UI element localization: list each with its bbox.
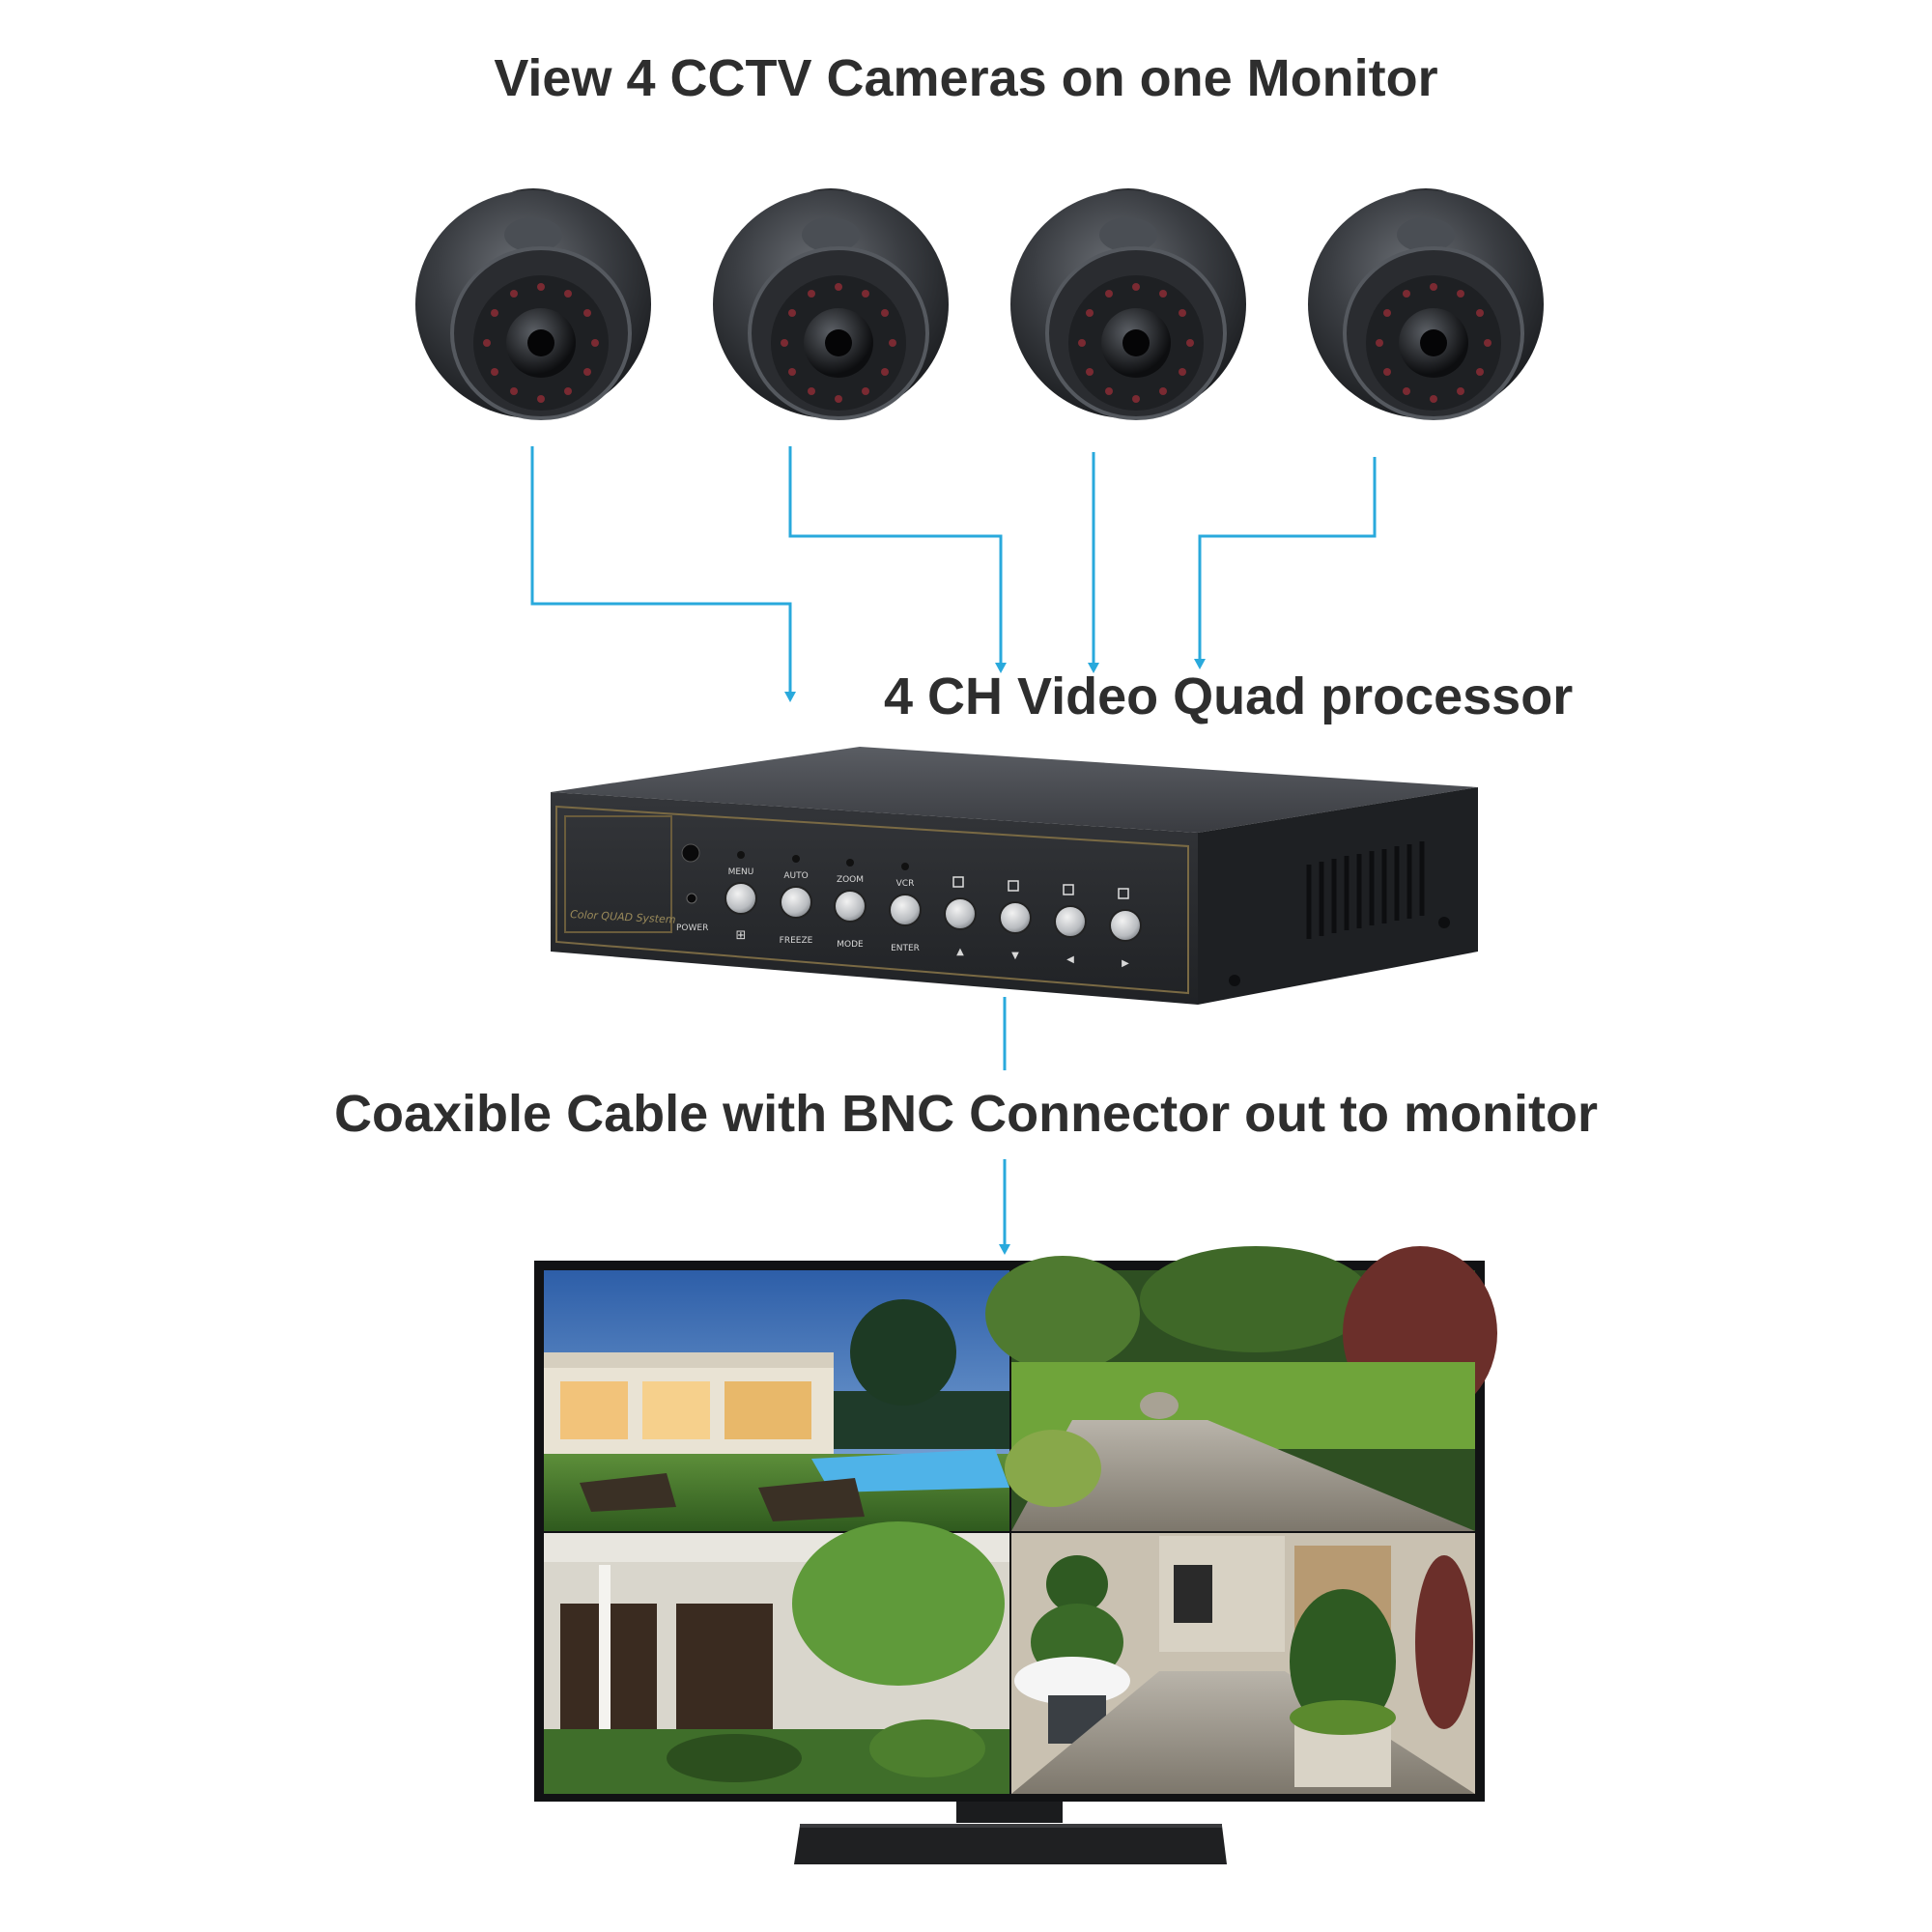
dome-camera-2 bbox=[713, 188, 949, 420]
connector-line-4 bbox=[1198, 457, 1377, 663]
quadrant-garden bbox=[985, 1246, 1497, 1531]
button-top-label: ZOOM bbox=[837, 875, 864, 885]
dome-camera-4 bbox=[1308, 188, 1544, 420]
processor-top bbox=[551, 747, 1478, 833]
button-bottom-label: MODE bbox=[837, 940, 864, 950]
up-arrow-icon: ▲ bbox=[956, 947, 964, 957]
button-bottom-label: FREEZE bbox=[780, 936, 813, 946]
connector-line-2 bbox=[788, 446, 1003, 667]
power-led bbox=[686, 893, 697, 904]
button-menu[interactable]: MENU ⊞ bbox=[724, 851, 757, 943]
power-label: POWER bbox=[676, 923, 708, 933]
quadrant-front-yard bbox=[1011, 1533, 1475, 1794]
button-cam4-right[interactable]: ▶ bbox=[1109, 888, 1142, 969]
panel-label: Color QUAD System bbox=[570, 908, 676, 926]
processor-front bbox=[551, 792, 1198, 1005]
arrowhead-3 bbox=[1088, 663, 1099, 673]
connector-line-1 bbox=[530, 446, 792, 696]
button-zoom-mode[interactable]: ZOOM MODE bbox=[834, 859, 867, 950]
monitor-stand bbox=[794, 1826, 1227, 1864]
right-arrow-icon: ▶ bbox=[1122, 958, 1129, 969]
button-bottom-label: ⊞ bbox=[736, 928, 747, 943]
left-arrow-icon: ◀ bbox=[1066, 954, 1074, 965]
button-cam1-up[interactable]: ▲ bbox=[944, 876, 977, 957]
monitor bbox=[534, 1246, 1497, 1864]
arrowhead-1 bbox=[784, 692, 796, 702]
label-plate bbox=[564, 815, 672, 933]
button-top-label: AUTO bbox=[783, 871, 808, 881]
dome-camera-3 bbox=[1010, 188, 1246, 420]
button-top-label: MENU bbox=[728, 867, 754, 877]
button-cam3-left[interactable]: ◀ bbox=[1054, 884, 1087, 965]
channel-2-icon bbox=[1008, 880, 1019, 892]
arrowhead-2 bbox=[995, 663, 1007, 673]
channel-4-icon bbox=[1118, 888, 1129, 899]
channel-3-icon bbox=[1063, 884, 1074, 895]
arrowhead-4 bbox=[1194, 659, 1206, 669]
monitor-neck bbox=[956, 1802, 1063, 1823]
connector-lines bbox=[530, 446, 1377, 1248]
down-arrow-icon: ▼ bbox=[1011, 951, 1019, 961]
button-top-label: VCR bbox=[896, 879, 915, 889]
front-panel-inset bbox=[555, 805, 1189, 995]
vent-slots bbox=[1306, 841, 1425, 939]
diagram-title: View 4 CCTV Cameras on one Monitor bbox=[494, 49, 1438, 107]
processor-label: 4 CH Video Quad processor bbox=[884, 668, 1574, 725]
arrowhead-monitor bbox=[999, 1244, 1010, 1255]
quadrant-pool-house bbox=[544, 1270, 1009, 1531]
processor-side bbox=[1198, 787, 1478, 1005]
ir-sensor bbox=[681, 843, 700, 863]
channel-1-icon bbox=[952, 876, 964, 888]
quadrant-porch bbox=[544, 1521, 1009, 1794]
cable-label: Coaxible Cable with BNC Connector out to… bbox=[334, 1085, 1598, 1143]
dome-camera-1 bbox=[415, 188, 651, 420]
button-cam2-down[interactable]: ▼ bbox=[999, 880, 1032, 961]
monitor-stand-highlight bbox=[800, 1824, 1222, 1828]
quad-processor: Color QUAD System POWER bbox=[551, 747, 1478, 1005]
button-auto-freeze[interactable]: AUTO FREEZE bbox=[780, 855, 813, 946]
button-vcr-enter[interactable]: VCR ENTER bbox=[889, 863, 922, 953]
button-bottom-label: ENTER bbox=[891, 944, 920, 953]
